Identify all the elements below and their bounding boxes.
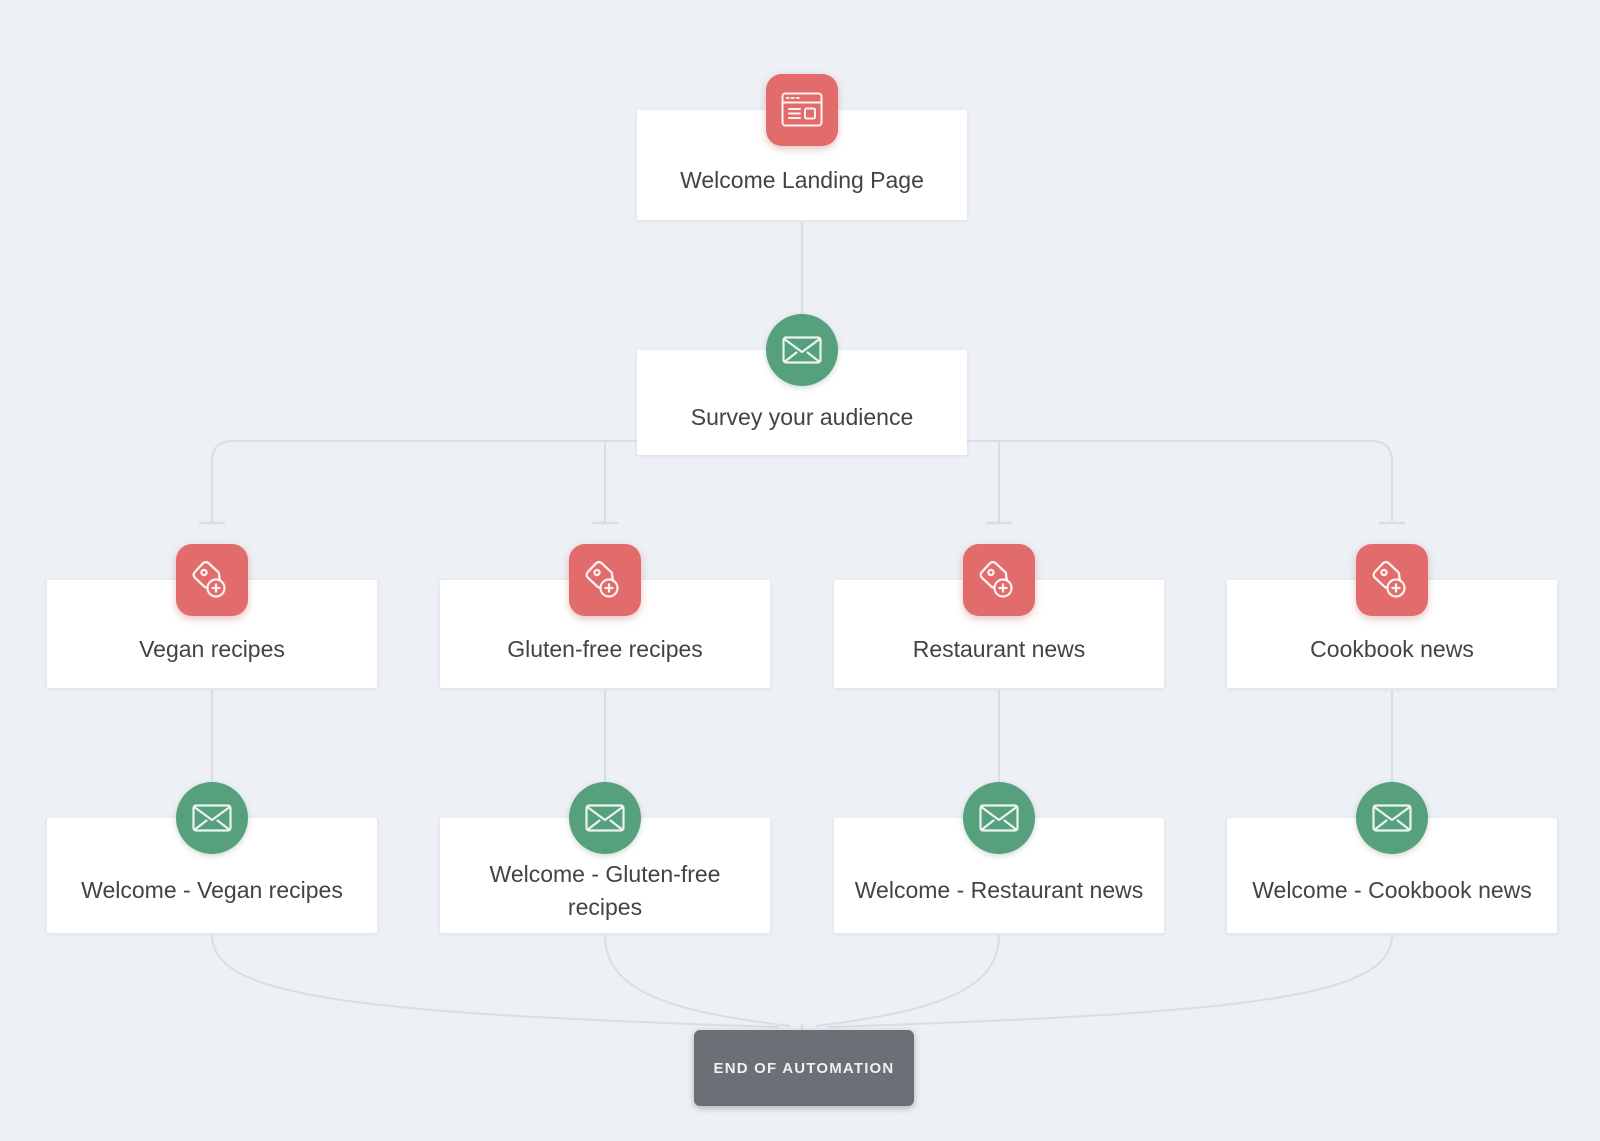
node-cookbook-news[interactable]: Cookbook news: [1227, 544, 1557, 688]
node-label: Welcome Landing Page: [680, 166, 924, 193]
node-survey-your-audience[interactable]: Survey your audience: [637, 314, 967, 455]
node-label: Survey your audience: [690, 404, 914, 431]
end-of-automation-label: END OF AUTOMATION: [713, 1059, 895, 1077]
email-icon: [963, 782, 1035, 854]
node-label: Cookbook news: [1310, 635, 1474, 662]
tag-icon: [176, 544, 248, 616]
node-label: Restaurant news: [912, 635, 1086, 662]
email-icon: [1356, 782, 1428, 854]
node-welcome-gluten-free-recipes[interactable]: Welcome - Gluten-free recipes: [440, 782, 770, 933]
email-icon: [766, 314, 838, 386]
node-label: Welcome - Gluten-free recipes: [489, 860, 721, 920]
node-label: Welcome - Cookbook news: [1252, 877, 1532, 904]
node-gluten-free-recipes[interactable]: Gluten-free recipes: [440, 544, 770, 688]
node-welcome-vegan-recipes[interactable]: Welcome - Vegan recipes: [47, 782, 377, 933]
node-vegan-recipes[interactable]: Vegan recipes: [47, 544, 377, 688]
node-welcome-restaurant-news[interactable]: Welcome - Restaurant news: [834, 782, 1164, 933]
email-icon: [569, 782, 641, 854]
end-of-automation-badge: END OF AUTOMATION: [694, 1030, 914, 1106]
node-welcome-cookbook-news[interactable]: Welcome - Cookbook news: [1227, 782, 1557, 933]
node-label: Gluten-free recipes: [507, 635, 703, 662]
node-restaurant-news[interactable]: Restaurant news: [834, 544, 1164, 688]
landing-page-icon: [766, 74, 838, 146]
tag-icon: [963, 544, 1035, 616]
tag-icon: [569, 544, 641, 616]
node-card: Welcome - Restaurant news: [834, 818, 1164, 933]
tag-icon: [1356, 544, 1428, 616]
node-label: Welcome - Vegan recipes: [81, 877, 343, 904]
node-label: Welcome - Restaurant news: [854, 877, 1144, 904]
node-label: Vegan recipes: [139, 635, 285, 662]
email-icon: [176, 782, 248, 854]
node-welcome-landing-page[interactable]: Welcome Landing Page: [637, 74, 967, 220]
